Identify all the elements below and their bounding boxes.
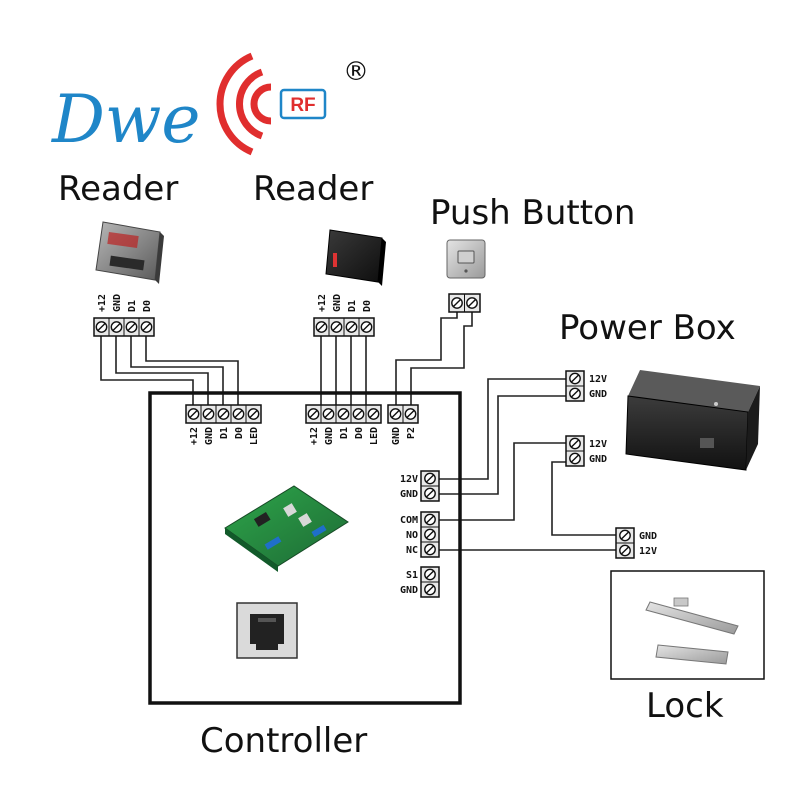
terminal-label: GND	[391, 427, 402, 445]
power-box-icon	[625, 370, 760, 471]
terminal-block-reader2: +12 GND D1 D0	[313, 294, 375, 337]
rf-waves-icon	[216, 52, 272, 156]
rf-label: RF	[290, 95, 315, 116]
terminal-label: GND	[204, 427, 215, 445]
terminal-label: D0	[354, 427, 365, 439]
terminal-label: LED	[369, 427, 380, 445]
terminal-label: D1	[127, 300, 138, 312]
terminal-block-ctrl_button: GND P2	[387, 404, 419, 445]
controller-board-icon	[224, 485, 349, 572]
registered-mark: ®	[343, 57, 369, 87]
controller-box	[148, 391, 462, 705]
terminal-label: 12V	[589, 439, 607, 450]
terminal-label: GND	[332, 294, 343, 312]
wires	[100, 312, 618, 551]
terminal-label: LED	[249, 427, 260, 445]
terminal-label: S1	[406, 570, 418, 581]
terminal-label: +12	[189, 427, 200, 445]
reader-right-title: Reader	[253, 169, 373, 209]
terminal-block-lock: GND 12V	[615, 527, 657, 559]
terminal-label: 12V	[400, 474, 418, 485]
card-reader-icon	[325, 229, 386, 286]
rj45-port-icon	[236, 602, 298, 659]
reader-left-title: Reader	[58, 169, 178, 209]
terminal-label: GND	[400, 585, 418, 596]
lock-title: Lock	[646, 686, 724, 726]
terminal-label: GND	[639, 531, 657, 542]
push-button-icon	[446, 239, 486, 279]
keypad-reader-icon	[95, 221, 164, 284]
terminal-label: D1	[347, 300, 358, 312]
terminal-label: D0	[362, 300, 373, 312]
logo-text: Dwe	[51, 81, 200, 158]
terminal-label: NC	[406, 545, 418, 556]
terminal-label: 12V	[589, 374, 607, 385]
terminal-label: D1	[219, 427, 230, 439]
terminal-label: +12	[309, 427, 320, 445]
brand-logo: Dwe RF ®	[51, 52, 369, 158]
push-button-title: Push Button	[430, 193, 635, 233]
terminal-label: D0	[142, 300, 153, 312]
power-box-title: Power Box	[559, 308, 736, 348]
terminal-label: D1	[339, 427, 350, 439]
terminal-label: GND	[589, 454, 607, 465]
controller-title: Controller	[200, 721, 367, 761]
terminal-block-ctrl_reader1: +12 GND D1 D0 LED	[185, 404, 262, 445]
terminal-label: +12	[317, 294, 328, 312]
rf-badge: RF	[279, 88, 327, 120]
terminal-block-reader1: +12 GND D1 D0	[93, 294, 155, 337]
terminal-label: NO	[406, 530, 418, 541]
terminal-label: D0	[234, 427, 245, 439]
terminal-label: P2	[406, 427, 417, 439]
terminal-block-ctrl_reader2: +12 GND D1 D0 LED	[305, 404, 382, 445]
terminal-block-ctrl_power: 12V GND	[400, 470, 440, 502]
terminal-block-push-button	[448, 293, 481, 313]
terminal-label: GND	[589, 389, 607, 400]
terminal-block-psu_bottom: 12V GND	[565, 435, 607, 467]
terminal-block-psu_top: 12V GND	[565, 370, 607, 402]
lock-frame	[610, 570, 765, 680]
terminal-label: GND	[400, 489, 418, 500]
magnetic-lock-icon	[645, 597, 739, 665]
terminal-label: GND	[324, 427, 335, 445]
terminal-label: 12V	[639, 546, 657, 557]
terminal-label: +12	[97, 294, 108, 312]
terminal-label: GND	[112, 294, 123, 312]
terminal-label: COM	[400, 515, 418, 526]
terminal-block-ctrl_relay: COM NO NC	[400, 511, 440, 558]
